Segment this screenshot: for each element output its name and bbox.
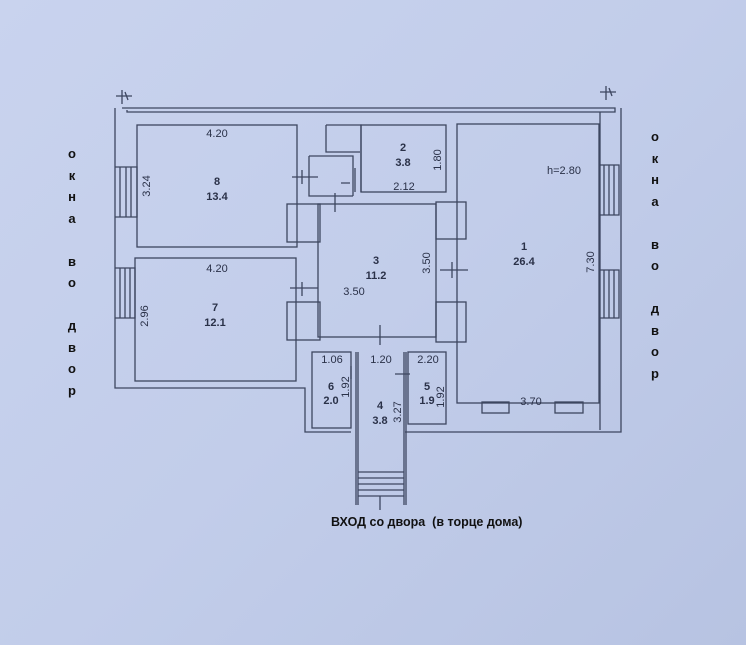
note-char: р — [68, 382, 76, 398]
dim-r2-height: 1.80 — [432, 149, 444, 170]
note-char: н — [651, 172, 659, 187]
ceiling-height: h=2.80 — [547, 165, 581, 177]
room-5-number: 5 — [424, 381, 430, 393]
room-8-number: 8 — [214, 176, 220, 188]
dim-r8-height: 3.24 — [141, 175, 153, 196]
note-char: в — [651, 236, 659, 252]
room-6-area: 2.0 — [323, 395, 338, 407]
room-3-number: 3 — [373, 255, 379, 267]
room-2-outline — [360, 124, 447, 193]
room-2-number: 2 — [400, 142, 406, 154]
note-char: а — [68, 210, 76, 226]
note-char: а — [651, 193, 659, 209]
room-1-number: 1 — [521, 241, 527, 253]
note-char: к — [68, 167, 76, 183]
room-1-outline — [456, 123, 600, 404]
dimension-labels: 4.20 3.24 4.20 2.96 2.12 1.80 3.50 3.50 … — [139, 128, 597, 423]
dim-r7-height: 2.96 — [139, 305, 151, 326]
note-char: н — [68, 189, 76, 204]
room-2-area: 3.8 — [395, 157, 410, 169]
room-6-number: 6 — [328, 381, 334, 393]
left-windows-note: о к н а в о д в о р — [65, 143, 79, 401]
room-4-area: 3.8 — [372, 415, 387, 427]
dim-r5-height: 1.92 — [435, 386, 447, 407]
room-labels: 1 26.4 2 3.8 3 11.2 4 3.8 5 1.9 6 2.0 7 … — [204, 142, 535, 427]
note-char: о — [651, 258, 659, 273]
dim-r3-width: 3.50 — [343, 286, 364, 298]
room-7-number: 7 — [212, 302, 218, 314]
dim-r6-width: 1.06 — [321, 354, 342, 366]
dim-r8-width: 4.20 — [206, 128, 227, 140]
note-char: о — [68, 275, 76, 290]
room-6-outline — [311, 351, 352, 429]
dim-r7-width: 4.20 — [206, 263, 227, 275]
note-char: о — [68, 146, 76, 161]
note-char: р — [651, 365, 659, 381]
note-gap — [65, 294, 79, 316]
room-4-number: 4 — [377, 400, 384, 412]
note-gap — [648, 277, 662, 299]
dim-r4-height: 3.27 — [392, 401, 404, 422]
room-7-area: 12.1 — [204, 317, 225, 329]
entrance-caption: ВХОД со двора (в торце дома) — [331, 515, 523, 529]
room-8-area: 13.4 — [206, 191, 228, 203]
right-windows-note: о к н а в о д в о р — [648, 126, 662, 384]
dim-r6-height: 1.92 — [340, 376, 352, 397]
note-char: в — [68, 253, 76, 269]
room-3-area: 11.2 — [366, 270, 387, 282]
note-char: к — [651, 150, 659, 166]
room-3-outline — [317, 203, 437, 338]
room-1-area: 26.4 — [513, 256, 535, 268]
note-char: о — [651, 129, 659, 144]
note-char: в — [68, 339, 76, 355]
note-char: д — [67, 318, 77, 333]
dim-r1-width: 3.70 — [520, 396, 541, 408]
note-char: д — [650, 301, 660, 316]
note-char: о — [68, 361, 76, 376]
dim-r4-width: 1.20 — [370, 354, 391, 366]
room-5-area: 1.9 — [419, 395, 434, 407]
note-gap — [65, 229, 79, 251]
room-7-outline — [134, 257, 297, 382]
dim-r3-height: 3.50 — [421, 252, 433, 273]
dim-r1-height: 7.30 — [585, 251, 597, 272]
room-5-outline — [407, 351, 447, 425]
walls — [114, 86, 622, 510]
dim-r2-width: 2.12 — [393, 181, 414, 193]
note-char: в — [651, 322, 659, 338]
note-char: о — [651, 344, 659, 359]
note-gap — [648, 212, 662, 234]
dim-r5-width: 2.20 — [417, 354, 438, 366]
